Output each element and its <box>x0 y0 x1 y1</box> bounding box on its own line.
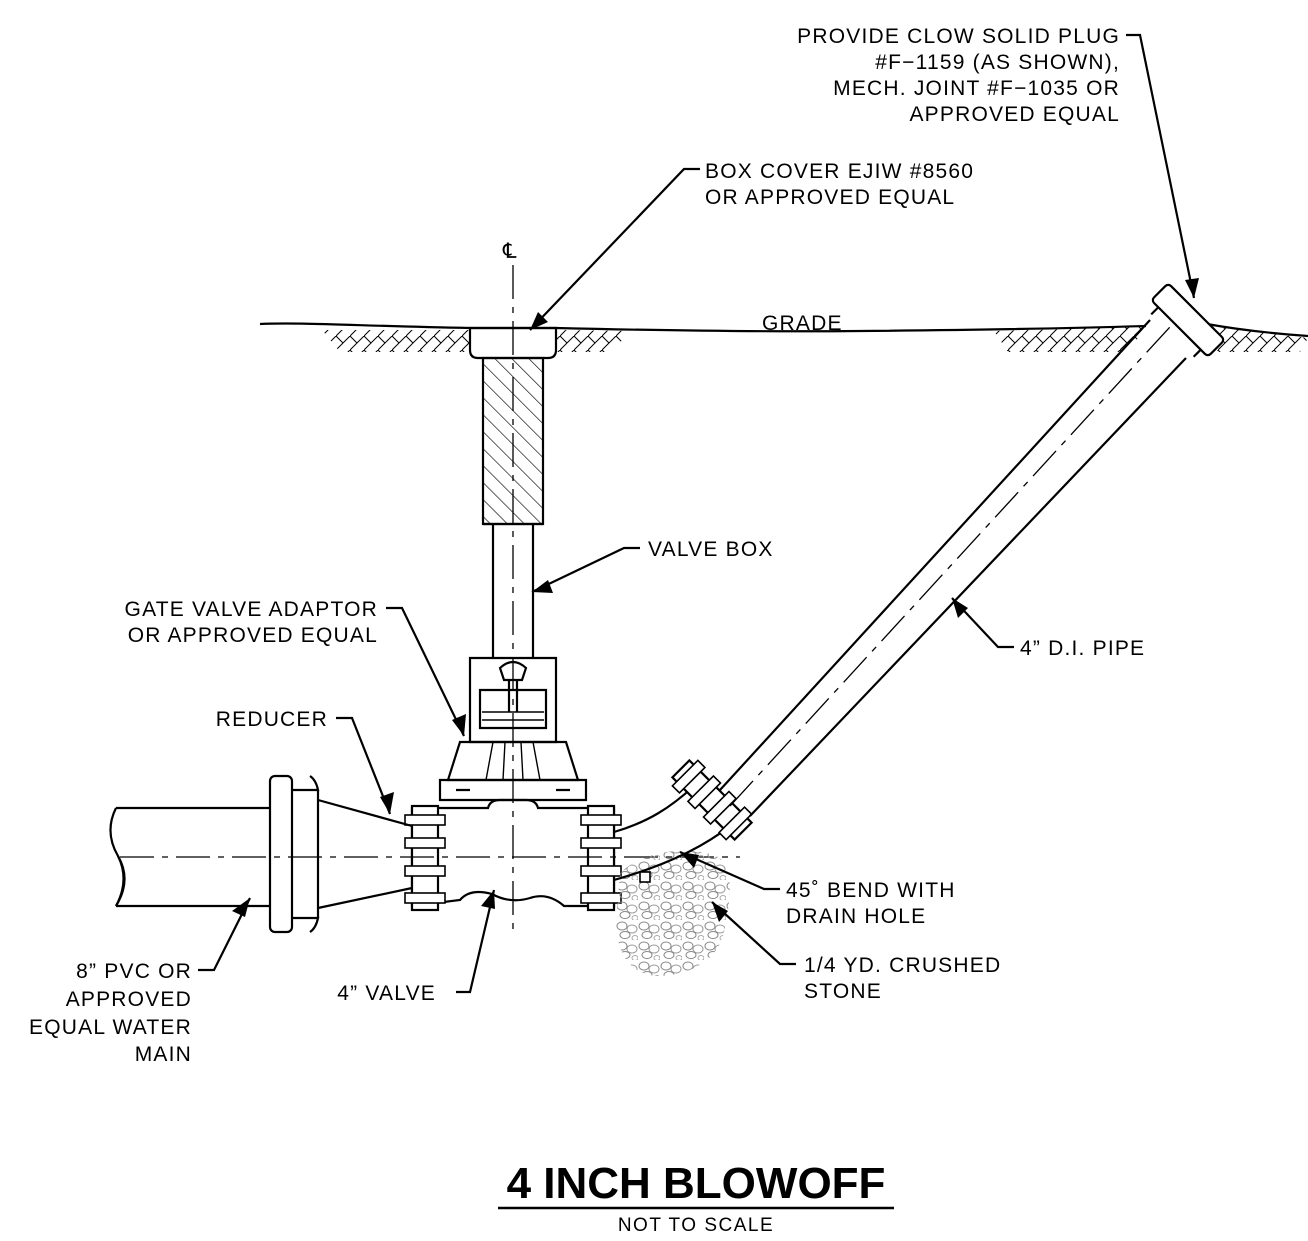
label-stone: 1/4 YD. CRUSHED STONE <box>804 954 1001 1003</box>
svg-text:EQUAL WATER: EQUAL WATER <box>29 1016 192 1039</box>
drain-hole <box>639 871 651 883</box>
box-cover <box>468 326 558 360</box>
svg-text:OR APPROVED EQUAL: OR APPROVED EQUAL <box>705 186 955 209</box>
svg-text:8” PVC OR: 8” PVC OR <box>76 960 192 983</box>
svg-text:MAIN: MAIN <box>135 1043 192 1066</box>
svg-text:STONE: STONE <box>804 980 882 1003</box>
label-valve-box: VALVE BOX <box>648 538 774 561</box>
solid-plug <box>1150 283 1225 358</box>
svg-text:DRAIN HOLE: DRAIN HOLE <box>786 905 926 928</box>
label-grade: GRADE <box>762 312 843 335</box>
svg-text:PROVIDE CLOW SOLID PLUG: PROVIDE CLOW SOLID PLUG <box>797 25 1120 48</box>
svg-text:OR APPROVED EQUAL: OR APPROVED EQUAL <box>128 624 378 647</box>
svg-text:45˚ BEND WITH: 45˚ BEND WITH <box>786 879 956 902</box>
drawing-subtitle: NOT TO SCALE <box>618 1215 774 1236</box>
gate-valve-adaptor <box>438 656 588 802</box>
label-box-cover: BOX COVER EJIW #8560 OR APPROVED EQUAL <box>705 160 974 209</box>
label-bend: 45˚ BEND WITH DRAIN HOLE <box>786 879 956 928</box>
grade-line <box>259 322 1308 338</box>
svg-text:APPROVED: APPROVED <box>66 988 192 1011</box>
label-gate-valve-adaptor: GATE VALVE ADAPTOR OR APPROVED EQUAL <box>125 598 378 647</box>
drawing-title: 4 INCH BLOWOFF <box>507 1159 886 1208</box>
bend-flange <box>670 758 754 842</box>
label-di-pipe: 4” D.I. PIPE <box>1020 637 1145 660</box>
leader-lines <box>198 33 1199 994</box>
valve-bolts-left <box>404 814 446 904</box>
svg-text:1/4 YD. CRUSHED: 1/4 YD. CRUSHED <box>804 954 1001 977</box>
soil-hatch <box>322 326 1308 352</box>
svg-text:GATE VALVE ADAPTOR: GATE VALVE ADAPTOR <box>125 598 378 621</box>
reducer <box>268 774 413 934</box>
label-main: 8” PVC OR APPROVED EQUAL WATER MAIN <box>29 960 192 1066</box>
crushed-stone <box>616 850 730 976</box>
svg-text:#F−1159 (AS SHOWN),: #F−1159 (AS SHOWN), <box>875 51 1120 74</box>
svg-text:MECH. JOINT #F−1035 OR: MECH. JOINT #F−1035 OR <box>833 77 1120 100</box>
label-reducer: REDUCER <box>216 708 328 731</box>
di-pipe <box>719 315 1187 817</box>
svg-text:APPROVED EQUAL: APPROVED EQUAL <box>909 103 1120 126</box>
valve-box-upper <box>481 356 545 526</box>
centerline-mark: ℄ <box>502 240 518 263</box>
label-plug: PROVIDE CLOW SOLID PLUG #F−1159 (AS SHOW… <box>797 25 1120 126</box>
svg-text:BOX COVER EJIW #8560: BOX COVER EJIW #8560 <box>705 160 974 183</box>
label-valve: 4” VALVE <box>337 982 436 1005</box>
